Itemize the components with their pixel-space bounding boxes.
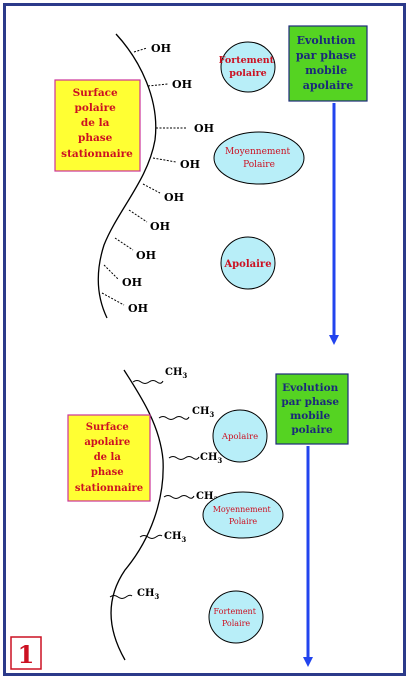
ch3-label: CH3 [192,406,214,419]
top-ellipse-apolar-text: Apolaire [223,259,271,270]
top-oh-groups: OH OH OH OH OH OH OH OH OH [101,42,214,315]
slide-number-box [10,636,42,670]
top-ellipse-apolar [220,236,276,290]
ch3-subscript: 3 [181,535,186,544]
oh-label: OH [172,78,192,91]
oh-bond [128,209,148,223]
bottom-ellipse-strong-polar-text: Fortement Polaire [214,607,259,628]
ch3-chain [139,534,163,539]
oh-label: OH [194,122,214,135]
top-ellipse-strong-polar [220,41,276,93]
bottom-surface-text: Surface apolaire de la phase stationnair… [75,422,143,494]
ch3-chain [132,380,164,384]
ch3-label: CH3 [200,452,222,465]
ch3-chain [163,495,195,499]
top-surface-curve [97,33,157,319]
bottom-surface-curve [110,369,164,661]
oh-label: OH [164,191,184,204]
bottom-ellipse-apolar-text: Apolaire [221,432,258,442]
top-surface-box [54,79,141,172]
bottom-ellipse-medium-polar-text: Moyennement Polaire [213,505,274,526]
ch3-chain [158,416,190,420]
top-ellipse-strong-polar-text: Fortement polaire [219,55,278,79]
ch3-subscript: 3 [154,592,159,601]
oh-bond [101,292,125,306]
ch3-chain [168,456,200,460]
bottom-ellipse-strong-polar [208,590,264,644]
bottom-evolution-box [275,373,349,445]
bottom-ellipse-medium-polar [202,491,284,539]
oh-bond [133,47,148,53]
oh-bond [114,237,134,251]
ch3-label: CH3 [164,531,186,544]
bottom-evolution-text: Evolution par phase mobile polaire [281,382,342,436]
top-ellipse-medium-polar [213,131,305,185]
ch3-subscript: 3 [209,410,214,419]
oh-label: OH [151,42,171,55]
slide-number: 1 [18,640,35,669]
oh-label: OH [128,302,148,315]
top-panel: OH OH OH OH OH OH OH OH OH Surface polai… [54,25,368,345]
top-ellipse-medium-polar-text: Moyennement Polaire [225,147,293,170]
bottom-ellipse-apolar [212,409,268,463]
bottom-ch3-groups: CH3 CH3 CH3 CH3 CH3 CH3 [109,367,222,601]
ch3-chain [109,594,133,599]
bottom-panel: CH3 CH3 CH3 CH3 CH3 CH3 Surface apolaire… [67,367,349,667]
ch3-subscript: 3 [217,456,222,465]
ch3-label: CH3 [137,588,159,601]
oh-label: OH [180,158,200,171]
oh-label: OH [136,249,156,262]
top-evolution-text: Evolution par phase mobile apolaire [296,34,360,92]
bottom-surface-box [67,414,151,502]
top-evolution-box [288,25,368,102]
oh-label: OH [122,276,142,289]
oh-label: OH [150,220,170,233]
ch3-subscript: 3 [182,371,187,380]
top-surface-text: Surface polaire de la phase stationnaire [61,87,133,160]
oh-bond [152,157,177,163]
ch3-label: CH3 [165,367,187,380]
